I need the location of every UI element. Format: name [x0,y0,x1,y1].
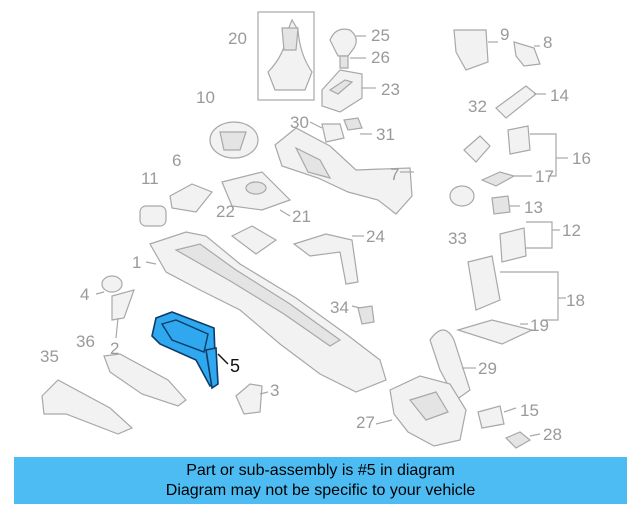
callout-16: 16 [572,149,591,168]
callout-6: 6 [172,151,181,170]
part-11-cup[interactable] [139,205,167,227]
part-7-console-panel[interactable] [274,127,413,215]
part-20-shift-boot[interactable] [257,11,315,101]
part-4-cap[interactable] [101,275,123,293]
part-24-bracket[interactable] [292,233,359,285]
part-15-pad[interactable] [477,405,505,429]
info-banner: Part or sub-assembly is #5 in diagram Di… [14,457,627,504]
callout-14: 14 [550,86,569,105]
callout-25: 25 [371,26,390,45]
part-10-cover[interactable] [209,121,259,159]
callout-27: 27 [356,413,375,432]
callout-28: 28 [543,425,562,444]
callout-13: 13 [524,198,543,217]
part-17-bracket[interactable] [480,171,516,187]
part-21-boot[interactable] [221,171,292,211]
callout-11: 11 [141,169,159,188]
parts-diagram: 20 25 26 23 9 8 14 10 30 31 [40,11,591,449]
callout-26: 26 [371,48,390,67]
part-2-trim[interactable] [111,289,135,321]
part-12-plate[interactable] [499,227,527,263]
part-14-trim-strip[interactable] [495,85,537,119]
part-19-tray[interactable] [455,319,534,345]
part-27-bracket-assembly[interactable] [389,375,467,447]
callout-29: 29 [478,359,497,378]
part-16-module[interactable] [507,125,531,155]
callout-23: 23 [381,80,400,99]
callout-35: 35 [40,347,59,366]
callout-36: 36 [76,332,95,351]
callout-7: 7 [390,165,399,184]
callout-2: 2 [110,339,119,358]
part-34-screw[interactable] [357,305,375,325]
callout-31: 31 [376,125,395,144]
callout-9: 9 [500,25,509,44]
part-9-bracket[interactable] [453,29,489,71]
part-28-clip[interactable] [504,431,532,449]
callout-21: 21 [292,207,311,226]
banner-line-1: Part or sub-assembly is #5 in diagram [186,461,455,479]
part-6-bracket[interactable] [169,183,213,213]
callout-3: 3 [270,381,279,400]
callout-12: 12 [562,221,581,240]
callout-15: 15 [520,401,539,420]
part-29-lever[interactable] [429,329,471,401]
callout-22: 22 [216,202,235,221]
part-36-side-panel[interactable] [103,353,187,407]
part-31-clip[interactable] [343,117,363,131]
callout-1: 1 [132,253,141,272]
part-3-bracket[interactable] [235,383,263,415]
part-35-rail[interactable] [41,379,134,435]
callout-8: 8 [543,33,552,52]
part-5-side-trim-highlighted[interactable] [151,311,219,390]
callout-5: 5 [230,356,240,376]
callout-17: 17 [535,167,554,186]
banner-line-2: Diagram may not be specific to your vehi… [165,481,476,499]
part-30-switch[interactable] [321,123,345,143]
part-22-frame[interactable] [230,225,278,255]
part-23-shift-selector[interactable] [321,69,363,113]
part-18-storage[interactable] [467,255,501,311]
part-32-lighter[interactable] [463,135,491,163]
callout-18: 18 [566,291,585,310]
part-25-shift-knob[interactable] [329,28,357,69]
part-13-clip[interactable] [491,195,511,215]
callout-34: 34 [330,298,349,317]
callout-32: 32 [468,97,487,116]
callout-10: 10 [196,88,215,107]
part-1-console-base[interactable] [149,231,387,393]
callout-4: 4 [80,285,89,304]
callout-24: 24 [366,227,385,246]
callout-19: 19 [530,316,549,335]
part-8-bracket[interactable] [513,41,541,67]
callout-33: 33 [448,229,467,248]
part-33-ring[interactable] [449,185,475,207]
callout-20: 20 [228,29,247,48]
callout-30: 30 [290,113,309,132]
